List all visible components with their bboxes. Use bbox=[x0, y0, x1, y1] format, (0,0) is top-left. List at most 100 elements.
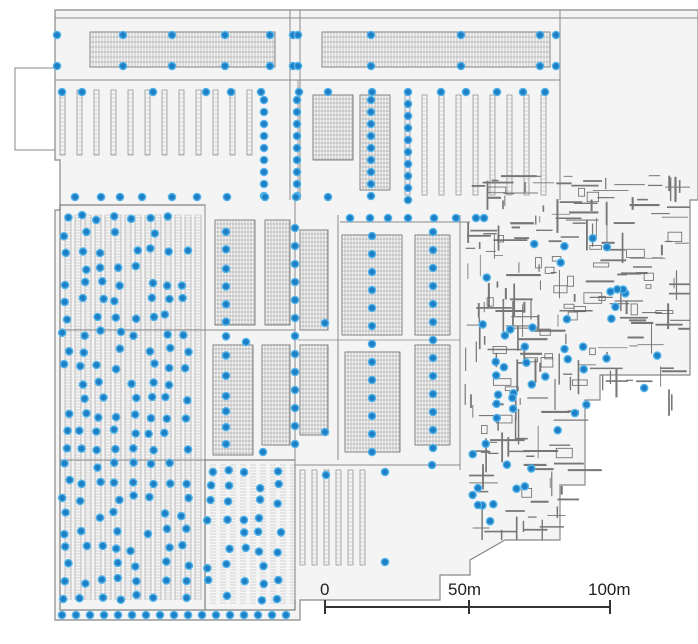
location-marker bbox=[256, 87, 266, 97]
location-marker bbox=[570, 408, 580, 418]
location-marker bbox=[61, 508, 70, 517]
location-marker bbox=[221, 422, 231, 432]
location-marker bbox=[113, 610, 123, 620]
location-marker bbox=[527, 464, 536, 473]
plan-block bbox=[493, 378, 512, 386]
location-marker bbox=[98, 541, 108, 551]
location-marker bbox=[294, 87, 304, 97]
location-marker bbox=[60, 458, 69, 468]
location-marker bbox=[259, 107, 269, 117]
location-marker bbox=[403, 213, 413, 223]
location-marker bbox=[132, 590, 141, 600]
location-marker bbox=[155, 610, 165, 620]
location-marker bbox=[366, 179, 376, 189]
plan-block bbox=[195, 89, 202, 156]
location-marker bbox=[60, 297, 69, 307]
plan-block bbox=[598, 295, 606, 301]
location-marker bbox=[505, 325, 515, 334]
location-marker bbox=[165, 294, 174, 304]
location-marker bbox=[290, 367, 300, 377]
location-marker bbox=[239, 610, 249, 620]
plan-block bbox=[347, 469, 354, 566]
location-marker bbox=[508, 393, 517, 403]
location-marker bbox=[239, 515, 249, 525]
location-marker bbox=[109, 425, 119, 434]
location-marker bbox=[183, 246, 193, 255]
location-marker bbox=[131, 314, 141, 324]
location-marker bbox=[367, 321, 377, 331]
location-marker bbox=[488, 499, 498, 509]
location-marker bbox=[241, 543, 251, 553]
location-marker bbox=[178, 293, 187, 303]
location-marker bbox=[428, 227, 438, 237]
location-marker bbox=[197, 610, 207, 620]
location-marker bbox=[130, 410, 140, 419]
location-marker bbox=[143, 529, 153, 539]
location-marker bbox=[98, 276, 107, 286]
location-marker bbox=[206, 495, 215, 505]
location-marker bbox=[380, 557, 390, 567]
plan-block bbox=[578, 187, 586, 197]
location-marker bbox=[148, 87, 158, 97]
location-marker bbox=[451, 213, 461, 223]
location-marker bbox=[167, 61, 177, 71]
location-marker bbox=[611, 302, 620, 312]
location-marker bbox=[365, 213, 375, 223]
location-marker bbox=[259, 131, 269, 141]
location-marker bbox=[403, 183, 413, 193]
location-marker bbox=[109, 478, 119, 487]
scale-label-100m: 100m bbox=[588, 580, 631, 599]
location-marker bbox=[81, 579, 90, 588]
location-marker bbox=[403, 171, 413, 181]
location-marker bbox=[520, 481, 530, 491]
location-marker bbox=[110, 296, 119, 306]
location-marker bbox=[491, 357, 501, 367]
annex-building bbox=[14, 67, 56, 151]
location-marker bbox=[169, 610, 179, 620]
location-marker bbox=[613, 284, 622, 294]
location-marker bbox=[366, 95, 376, 105]
scale-label-50m: 50m bbox=[448, 580, 481, 599]
location-marker bbox=[535, 61, 545, 71]
location-marker bbox=[148, 278, 158, 288]
location-marker bbox=[323, 192, 333, 202]
location-marker bbox=[165, 479, 175, 488]
location-marker bbox=[179, 330, 188, 340]
location-marker bbox=[98, 593, 108, 602]
location-marker bbox=[367, 231, 377, 241]
location-marker bbox=[292, 143, 302, 153]
location-marker bbox=[366, 119, 376, 129]
location-marker bbox=[274, 479, 284, 489]
location-marker bbox=[70, 192, 80, 202]
location-marker bbox=[290, 259, 300, 269]
location-marker bbox=[259, 155, 269, 165]
scale-label-0: 0 bbox=[320, 580, 329, 599]
location-marker bbox=[239, 467, 249, 477]
location-marker bbox=[259, 579, 269, 589]
location-marker bbox=[560, 241, 569, 251]
location-marker bbox=[109, 211, 119, 221]
plan-block bbox=[312, 94, 354, 161]
location-marker bbox=[65, 475, 74, 485]
location-marker bbox=[145, 492, 154, 502]
plan-block bbox=[481, 425, 488, 435]
location-marker bbox=[273, 467, 283, 476]
location-marker bbox=[403, 159, 413, 169]
plan-block bbox=[299, 229, 329, 331]
location-marker bbox=[97, 575, 107, 584]
location-marker bbox=[160, 509, 170, 518]
location-marker bbox=[52, 61, 62, 71]
plan-block bbox=[645, 284, 652, 289]
location-marker bbox=[241, 337, 251, 347]
location-marker bbox=[492, 87, 502, 97]
location-marker bbox=[141, 610, 151, 620]
location-marker bbox=[479, 213, 489, 223]
location-marker bbox=[380, 467, 390, 477]
location-marker bbox=[428, 425, 438, 435]
location-marker bbox=[59, 359, 69, 369]
location-marker bbox=[255, 483, 265, 493]
location-marker bbox=[528, 323, 537, 332]
location-marker bbox=[183, 610, 193, 620]
location-marker bbox=[293, 61, 303, 71]
location-marker bbox=[428, 371, 438, 381]
